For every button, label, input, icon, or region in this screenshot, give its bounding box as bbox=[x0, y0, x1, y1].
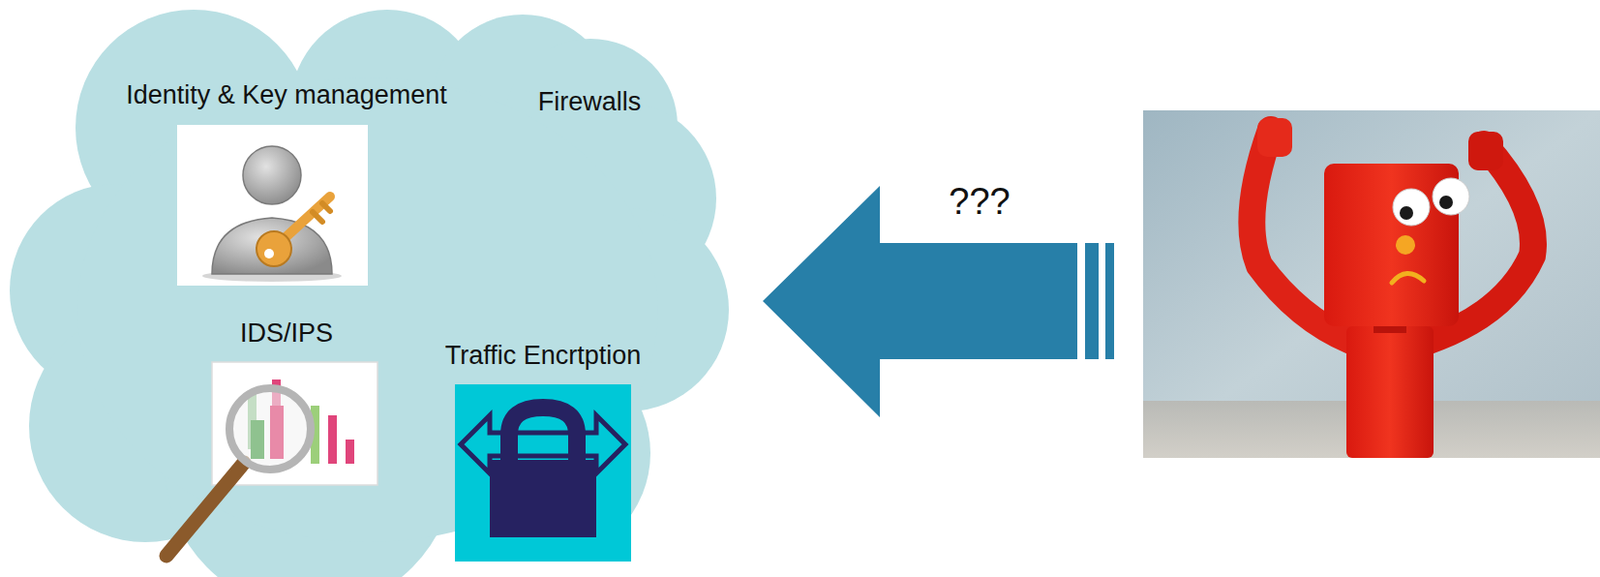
component-label: Identity & Key management bbox=[96, 79, 477, 111]
photo-background bbox=[1143, 110, 1600, 458]
icon-group: IDS/IPS bbox=[189, 317, 384, 492]
key-hole bbox=[264, 248, 274, 259]
figure-right-hand bbox=[1468, 131, 1504, 171]
cloud-region: Firewalls Identity & Key management IDS/… bbox=[0, 0, 736, 577]
figure-pupil bbox=[1399, 206, 1414, 220]
figure-nose bbox=[1395, 235, 1416, 255]
component-label: Traffic Encrtption bbox=[431, 339, 655, 371]
arrow-shape bbox=[762, 185, 1078, 418]
confused-figure-photo bbox=[1143, 110, 1600, 458]
figure-pupil bbox=[1439, 195, 1453, 210]
lens-bar bbox=[270, 405, 284, 459]
text-holder: Firewalls bbox=[531, 86, 648, 118]
lock-shackle bbox=[509, 407, 577, 462]
key-shaft bbox=[283, 196, 331, 240]
component-label: IDS/IPS bbox=[189, 317, 384, 349]
arrow-stripe bbox=[1105, 242, 1115, 360]
figure-eye bbox=[1432, 178, 1470, 215]
person-body bbox=[211, 217, 333, 274]
icon-group: Traffic Encrtption bbox=[431, 339, 655, 562]
icon-group: Identity & Key management bbox=[96, 79, 477, 286]
region-label: Firewalls bbox=[531, 86, 648, 118]
key-ring bbox=[256, 231, 292, 267]
user-key-icon bbox=[177, 124, 368, 286]
figure-left-hand bbox=[1257, 118, 1293, 157]
text-holder: ??? bbox=[921, 180, 1038, 223]
chart-bar bbox=[328, 415, 337, 464]
text-holder: IDS/IPS bbox=[189, 317, 384, 349]
figure-mouth bbox=[1391, 272, 1424, 283]
encryption-lock-icon bbox=[454, 384, 632, 562]
arrow-stripe bbox=[1085, 242, 1099, 360]
text-holder: Identity & Key management bbox=[96, 79, 477, 111]
chart-bar bbox=[345, 439, 355, 464]
key-teeth bbox=[312, 203, 331, 222]
question-label: ??? bbox=[921, 180, 1038, 223]
magnifier-lens bbox=[229, 388, 311, 470]
magnifier-handle bbox=[166, 462, 244, 556]
figure-eye bbox=[1392, 188, 1430, 226]
person-head bbox=[242, 146, 302, 205]
lens-bar bbox=[250, 420, 265, 459]
lock-body bbox=[489, 459, 597, 538]
icon-ground bbox=[177, 124, 368, 286]
ids-magnifier-icon bbox=[150, 362, 384, 575]
figure-torso bbox=[1346, 326, 1434, 458]
text-holder: Traffic Encrtption bbox=[431, 339, 655, 371]
lock-ground bbox=[454, 384, 632, 562]
